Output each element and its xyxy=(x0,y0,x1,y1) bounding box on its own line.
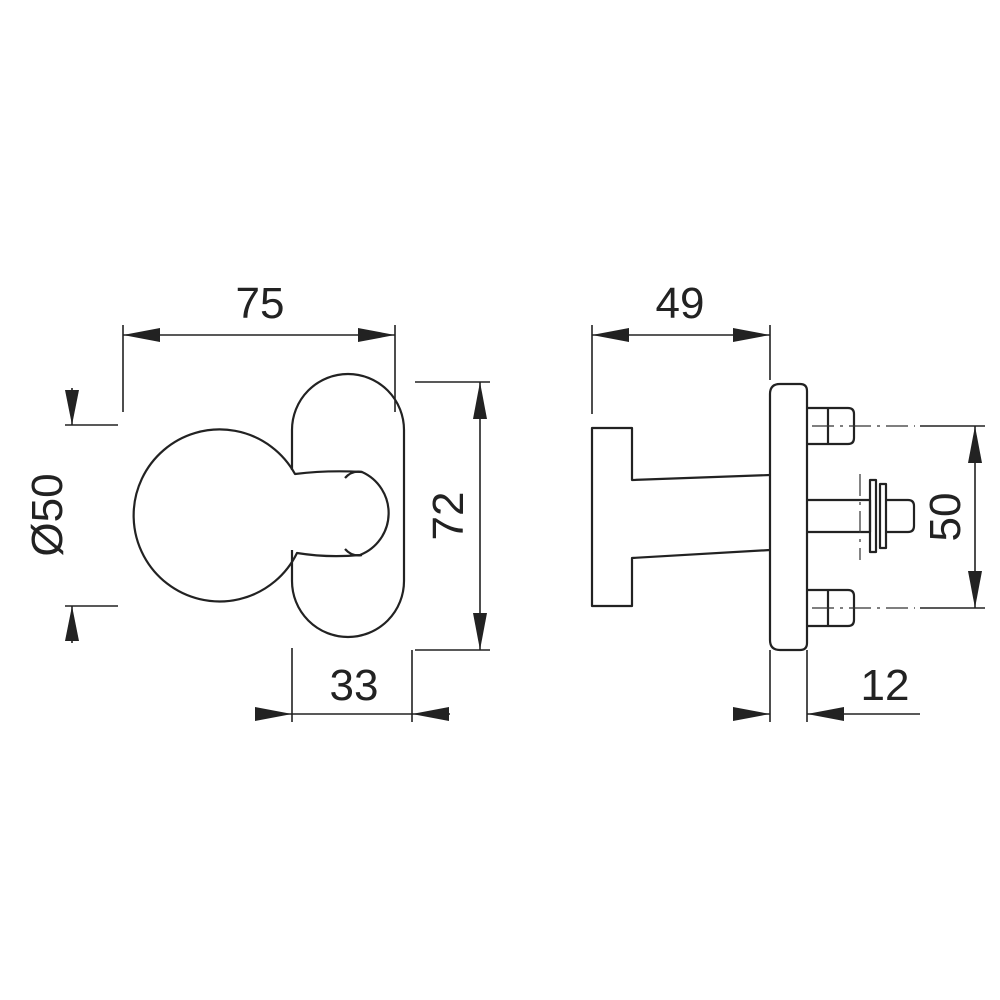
dim-49-arrow-left xyxy=(592,328,629,342)
side-knob-profile xyxy=(590,426,771,608)
dim-50-arrow-top xyxy=(968,426,982,463)
dim-50-label: 50 xyxy=(921,493,970,542)
dim-75-arrow-right xyxy=(358,328,395,342)
dim-dia50-arrow-bottom xyxy=(65,606,79,641)
side-dimensions: 49 50 12 xyxy=(591,279,985,722)
dim-75-label: 75 xyxy=(236,279,285,328)
front-knob-ball xyxy=(132,428,390,603)
front-neck-detail xyxy=(344,470,363,557)
dim-50-arrow-bottom xyxy=(968,571,982,608)
front-dimensions: 75 Ø50 72 33 xyxy=(23,279,490,722)
side-spindle-washer xyxy=(868,478,888,554)
dim-33-label: 33 xyxy=(330,661,379,710)
dim-33-arrow-left xyxy=(255,707,292,721)
dim-75-arrow-left xyxy=(123,328,160,342)
dim-12-arrow-right xyxy=(807,707,844,721)
dim-49-label: 49 xyxy=(656,279,705,328)
dim-dia50-label: Ø50 xyxy=(23,473,72,556)
dim-72-arrow-bottom xyxy=(473,613,487,650)
dim-33-arrow-right xyxy=(412,707,449,721)
side-view xyxy=(590,382,916,652)
dim-12-label: 12 xyxy=(861,661,910,710)
front-rosette-outline xyxy=(290,372,406,639)
dim-72-label: 72 xyxy=(424,492,473,541)
dim-dia50-arrow-top xyxy=(65,390,79,425)
dim-49-arrow-right xyxy=(733,328,770,342)
side-spindle-tip xyxy=(886,498,916,534)
front-view xyxy=(132,372,406,639)
side-rosette-plate xyxy=(768,382,809,652)
dim-72-arrow-top xyxy=(473,382,487,419)
dim-12-arrow-left xyxy=(733,707,770,721)
